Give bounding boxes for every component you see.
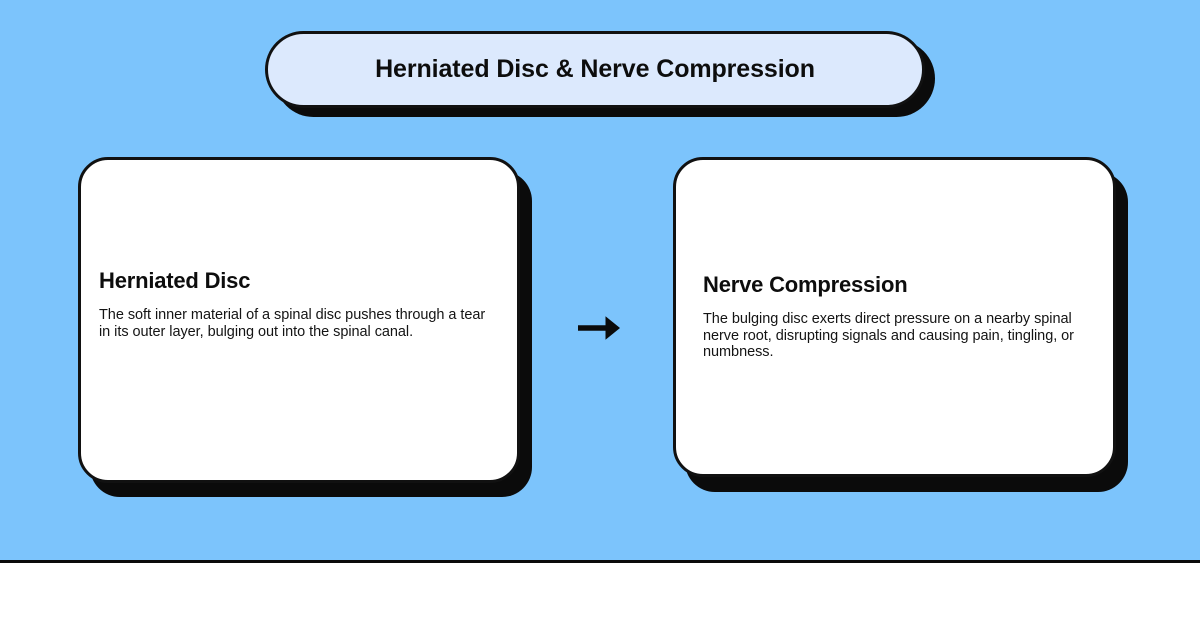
title-pill: Herniated Disc & Nerve Compression [265, 31, 925, 108]
card-nerve-compression: Nerve Compression The bulging disc exert… [673, 157, 1116, 477]
card-herniated-disc-heading: Herniated Disc [99, 268, 251, 293]
card-herniated-disc-body: Herniated Disc The soft inner material o… [81, 268, 517, 340]
card-nerve-compression-body: Nerve Compression The bulging disc exert… [676, 272, 1113, 361]
baseline-divider [0, 560, 1200, 563]
page-title: Herniated Disc & Nerve Compression [375, 54, 815, 83]
flow-connector [560, 300, 638, 356]
arrow-right-icon [578, 316, 620, 340]
card-nerve-compression-text: The bulging disc exerts direct pressure … [703, 311, 1074, 361]
footer-area [0, 563, 1200, 630]
card-herniated-disc-text: The soft inner material of a spinal disc… [99, 307, 486, 340]
card-herniated-disc: Herniated Disc The soft inner material o… [78, 157, 520, 483]
card-nerve-compression-heading: Nerve Compression [703, 272, 908, 297]
